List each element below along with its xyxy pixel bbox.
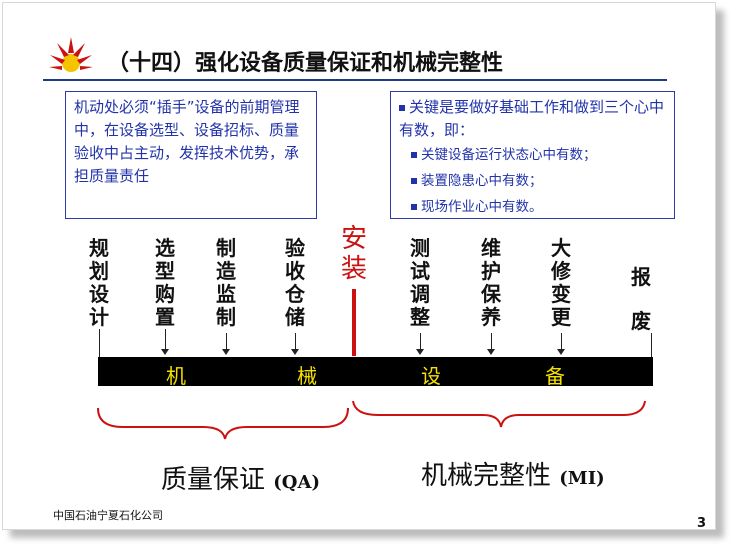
left-text-box: 机动处必须“插手”设备的前期管理中，在设备选型、设备招标、质量验收中占主动，发挥… xyxy=(65,91,317,219)
right-box-main-bullet: 关键是要做好基础工作和做到三个心中有数，即： xyxy=(399,96,666,142)
page-number: 3 xyxy=(697,516,707,531)
timeline-tick xyxy=(561,333,562,351)
timeline-tick xyxy=(226,333,227,351)
company-name: 中国石油宁夏石化公司 xyxy=(53,509,163,522)
mi-label: 机械完整性 (MI) xyxy=(421,455,605,492)
bar-word: 备 xyxy=(545,364,565,388)
bar-word: 械 xyxy=(297,364,317,388)
braces xyxy=(97,400,646,440)
down-arrow-icon xyxy=(222,349,230,355)
right-text-box: 关键是要做好基础工作和做到三个心中有数，即： 关键设备运行状态心中有数； 装置隐… xyxy=(390,91,675,219)
timeline-tick xyxy=(99,329,100,357)
qa-label-text: 质量保证 xyxy=(161,465,266,495)
stage-install: 安装 xyxy=(340,224,367,284)
right-box-item: 现场作业心中有数。 xyxy=(399,194,666,220)
timeline-tick xyxy=(651,333,652,357)
stage-overhaul: 大修变更 xyxy=(551,236,571,329)
qa-abbr: (QA) xyxy=(273,472,320,493)
down-arrow-icon xyxy=(557,349,565,355)
right-box-item: 关键设备运行状态心中有数； xyxy=(399,142,666,168)
timeline-tick xyxy=(295,333,296,351)
stage-manufacturing: 制造监制 xyxy=(216,236,236,329)
mi-abbr: (MI) xyxy=(559,468,605,489)
right-box-item-text: 现场作业心中有数。 xyxy=(421,199,543,215)
down-arrow-icon xyxy=(416,349,424,355)
slide-title: （十四）强化设备质量保证和机械完整性 xyxy=(107,51,504,76)
timeline-tick xyxy=(491,333,492,351)
square-bullet-icon xyxy=(399,104,405,111)
mi-label-text: 机械完整性 xyxy=(421,461,552,491)
qa-label: 质量保证 (QA) xyxy=(161,459,320,496)
stage-maintenance: 维护保养 xyxy=(481,236,501,329)
petrochina-logo-icon xyxy=(49,37,93,72)
bar-word: 设 xyxy=(421,364,441,388)
square-bullet-icon xyxy=(411,152,417,158)
install-divider-line xyxy=(352,289,356,356)
stage-selection: 选型购置 xyxy=(155,236,175,329)
stage-testing: 测试调整 xyxy=(410,236,430,329)
mechanical-equipment-bar xyxy=(98,357,653,386)
down-arrow-icon xyxy=(487,349,495,355)
title-underline xyxy=(43,79,667,81)
slide: （十四）强化设备质量保证和机械完整性 机动处必须“插手”设备的前期管理中，在设备… xyxy=(2,2,716,531)
right-box-item-text: 装置隐患心中有数； xyxy=(421,173,543,189)
down-arrow-icon xyxy=(291,349,299,355)
right-box-main-text: 关键是要做好基础工作和做到三个心中有数，即： xyxy=(399,98,665,139)
timeline-tick xyxy=(420,333,421,351)
right-box-item: 装置隐患心中有数； xyxy=(399,168,666,194)
stage-acceptance: 验收仓储 xyxy=(285,236,305,329)
stage-planning: 规划设计 xyxy=(89,236,109,329)
qa-brace xyxy=(97,407,349,440)
square-bullet-icon xyxy=(411,178,417,184)
stage-scrap: 报废 xyxy=(631,265,651,333)
timeline-tick xyxy=(165,329,166,351)
down-arrow-icon xyxy=(161,349,169,355)
right-box-item-text: 关键设备运行状态心中有数； xyxy=(421,147,597,163)
bar-word: 机 xyxy=(166,364,186,388)
square-bullet-icon xyxy=(411,204,417,210)
left-box-text: 机动处必须“插手”设备的前期管理中，在设备选型、设备招标、质量验收中占主动，发挥… xyxy=(74,98,300,185)
mi-brace xyxy=(352,400,646,428)
